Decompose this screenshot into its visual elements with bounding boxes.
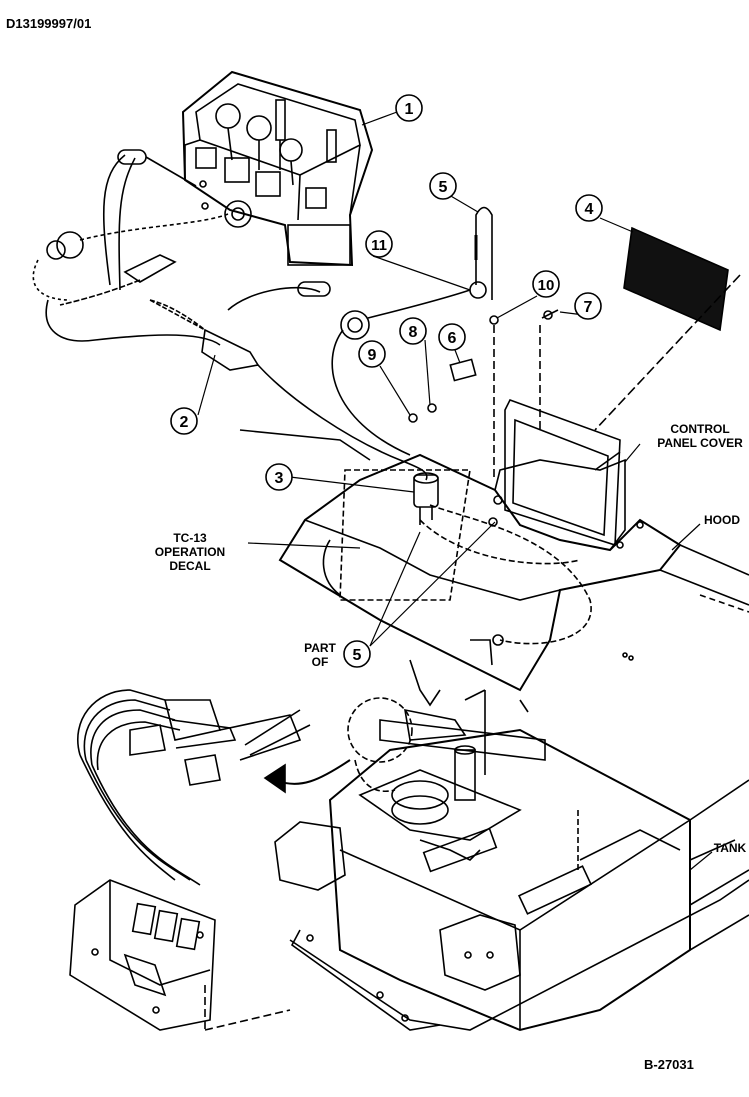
pin	[474, 206, 493, 300]
callouts: 1 2 3 4 5 5 6 7 8 9 10 11	[170, 94, 603, 668]
label-hood: HOOD	[704, 513, 740, 527]
callout-11: 11	[365, 230, 393, 258]
svg-text:10: 10	[538, 277, 555, 294]
control-box	[181, 70, 374, 267]
svg-text:6: 6	[448, 330, 457, 347]
label-tc13-1: TC-13	[173, 531, 207, 545]
svg-text:1: 1	[405, 101, 414, 118]
callout-2: 2	[170, 407, 198, 435]
leader-lines	[197, 111, 713, 871]
svg-text:7: 7	[584, 299, 593, 316]
callout-8: 8	[399, 317, 427, 345]
callout-10: 10	[532, 270, 560, 298]
figure-id: B-27031	[644, 1057, 694, 1072]
wiring-harness	[69, 689, 351, 1031]
callout-5-bottom: 5	[343, 640, 371, 668]
control-box-cables	[32, 149, 428, 481]
label-control-panel-cover-2: PANEL COVER	[657, 436, 743, 450]
label-part-of-1: PART	[304, 641, 336, 655]
label-tc13-3: DECAL	[169, 559, 210, 573]
label-tank: TANK	[714, 841, 747, 855]
callout-9: 9	[358, 340, 386, 368]
callout-5-top: 5	[429, 172, 457, 200]
label-tc13-2: OPERATION	[155, 545, 225, 559]
svg-text:3: 3	[275, 470, 284, 487]
decal	[594, 226, 741, 431]
label-control-panel-cover-1: CONTROL	[670, 422, 729, 436]
control-panel-housing	[239, 399, 749, 713]
callout-4: 4	[575, 194, 603, 222]
svg-text:5: 5	[439, 179, 448, 196]
svg-text:5: 5	[353, 647, 362, 664]
label-part-of-2: OF	[312, 655, 329, 669]
tank-assembly	[274, 659, 749, 1032]
svg-text:11: 11	[371, 237, 387, 254]
callout-1: 1	[395, 94, 423, 122]
document-id: D13199997/01	[6, 16, 92, 31]
text-labels: CONTROL PANEL COVER HOOD TC-13 OPERATION…	[155, 422, 747, 855]
svg-text:9: 9	[368, 347, 377, 364]
callout-3: 3	[265, 463, 293, 491]
callout-7: 7	[574, 292, 602, 320]
svg-text:4: 4	[585, 201, 594, 218]
svg-text:8: 8	[409, 324, 418, 341]
harness-connector	[331, 281, 487, 456]
callout-6: 6	[438, 323, 466, 351]
svg-text:2: 2	[180, 414, 189, 431]
hardware	[408, 309, 559, 480]
